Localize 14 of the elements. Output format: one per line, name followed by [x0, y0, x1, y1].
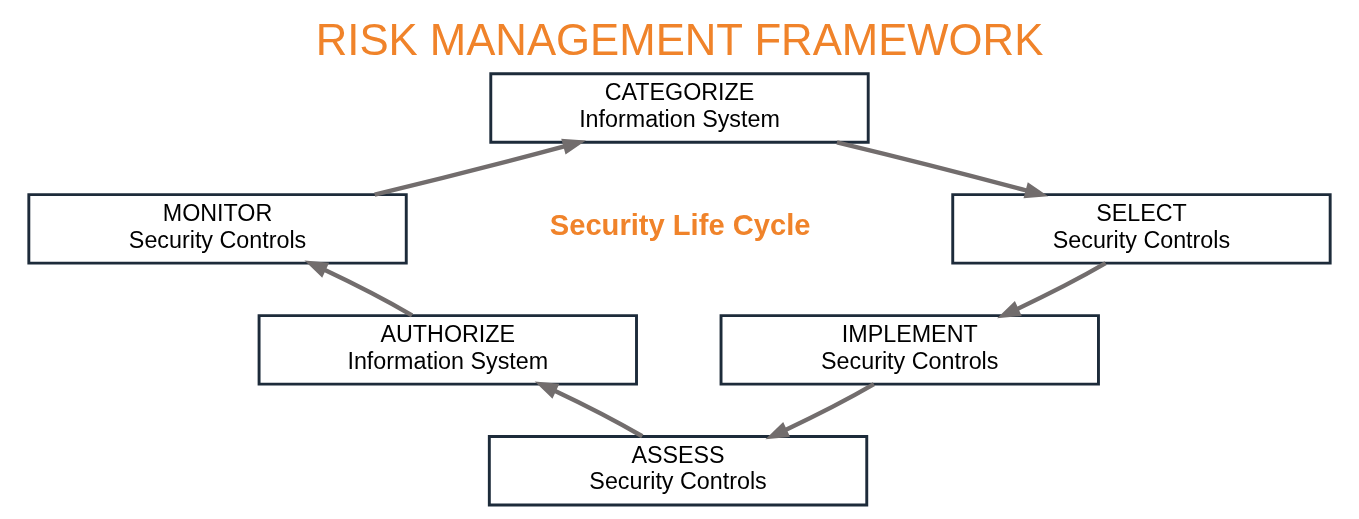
- arrow: [836, 140, 1049, 199]
- arrow: [534, 381, 644, 439]
- arrow: [304, 260, 414, 318]
- label: Security Life Cycle: [549, 208, 811, 241]
- arrow: [997, 261, 1107, 319]
- node-box: IMPLEMENT Security Controls: [719, 314, 1100, 386]
- node-box: MONITOR Security Controls: [27, 193, 408, 265]
- node-box: SELECT Security Controls: [951, 193, 1332, 265]
- node-box: AUTHORIZE Information System: [257, 314, 638, 386]
- diagram-title: RISK MANAGEMENT FRAMEWORK: [315, 14, 1044, 64]
- node-box: ASSESS Security Controls: [487, 435, 869, 507]
- arrow: [374, 138, 586, 197]
- node-box: CATEGORIZE Information System: [489, 72, 870, 144]
- arrow: [765, 382, 876, 440]
